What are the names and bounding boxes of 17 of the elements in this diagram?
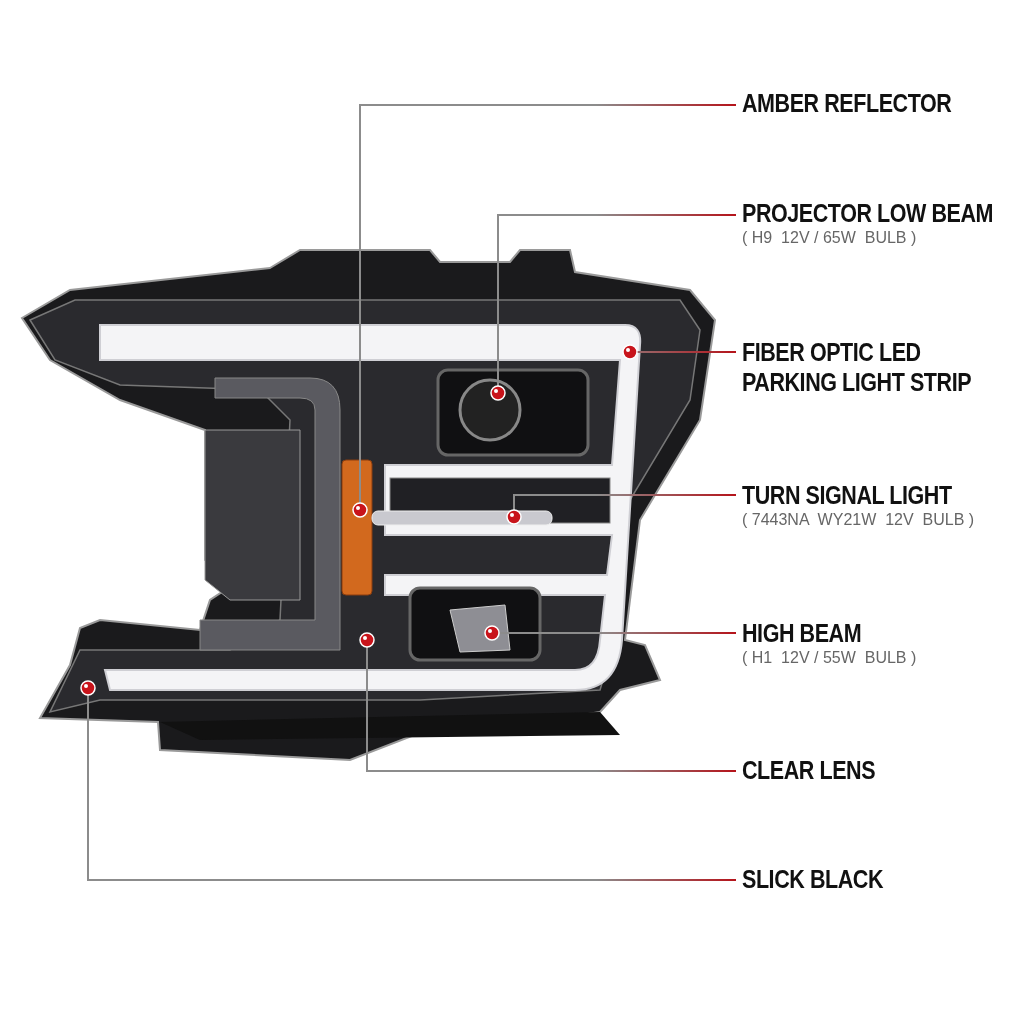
leader-line	[622, 344, 737, 360]
callout-label: FIBER OPTIC LED PARKING LIGHT STRIP	[742, 337, 973, 397]
leader-line	[506, 494, 737, 525]
leader-line	[484, 625, 737, 641]
bulb-spec: ( 7443NA WY21W 12V BULB )	[742, 510, 976, 530]
callout-label: TURN SIGNAL LIGHT	[742, 480, 953, 510]
leader-line	[80, 680, 737, 881]
callout-label: PROJECTOR LOW BEAM	[742, 198, 995, 228]
leader-line	[359, 632, 737, 772]
bulb-spec: ( H9 12V / 65W BULB )	[742, 228, 918, 248]
callout-label: CLEAR LENS	[742, 755, 877, 785]
bulb-spec: ( H1 12V / 55W BULB )	[742, 648, 918, 668]
callout-label: HIGH BEAM	[742, 618, 863, 648]
callout-label: SLICK BLACK	[742, 864, 884, 894]
callout-label: AMBER REFLECTOR	[742, 88, 953, 118]
leader-line	[490, 214, 737, 401]
leader-line	[352, 104, 737, 518]
